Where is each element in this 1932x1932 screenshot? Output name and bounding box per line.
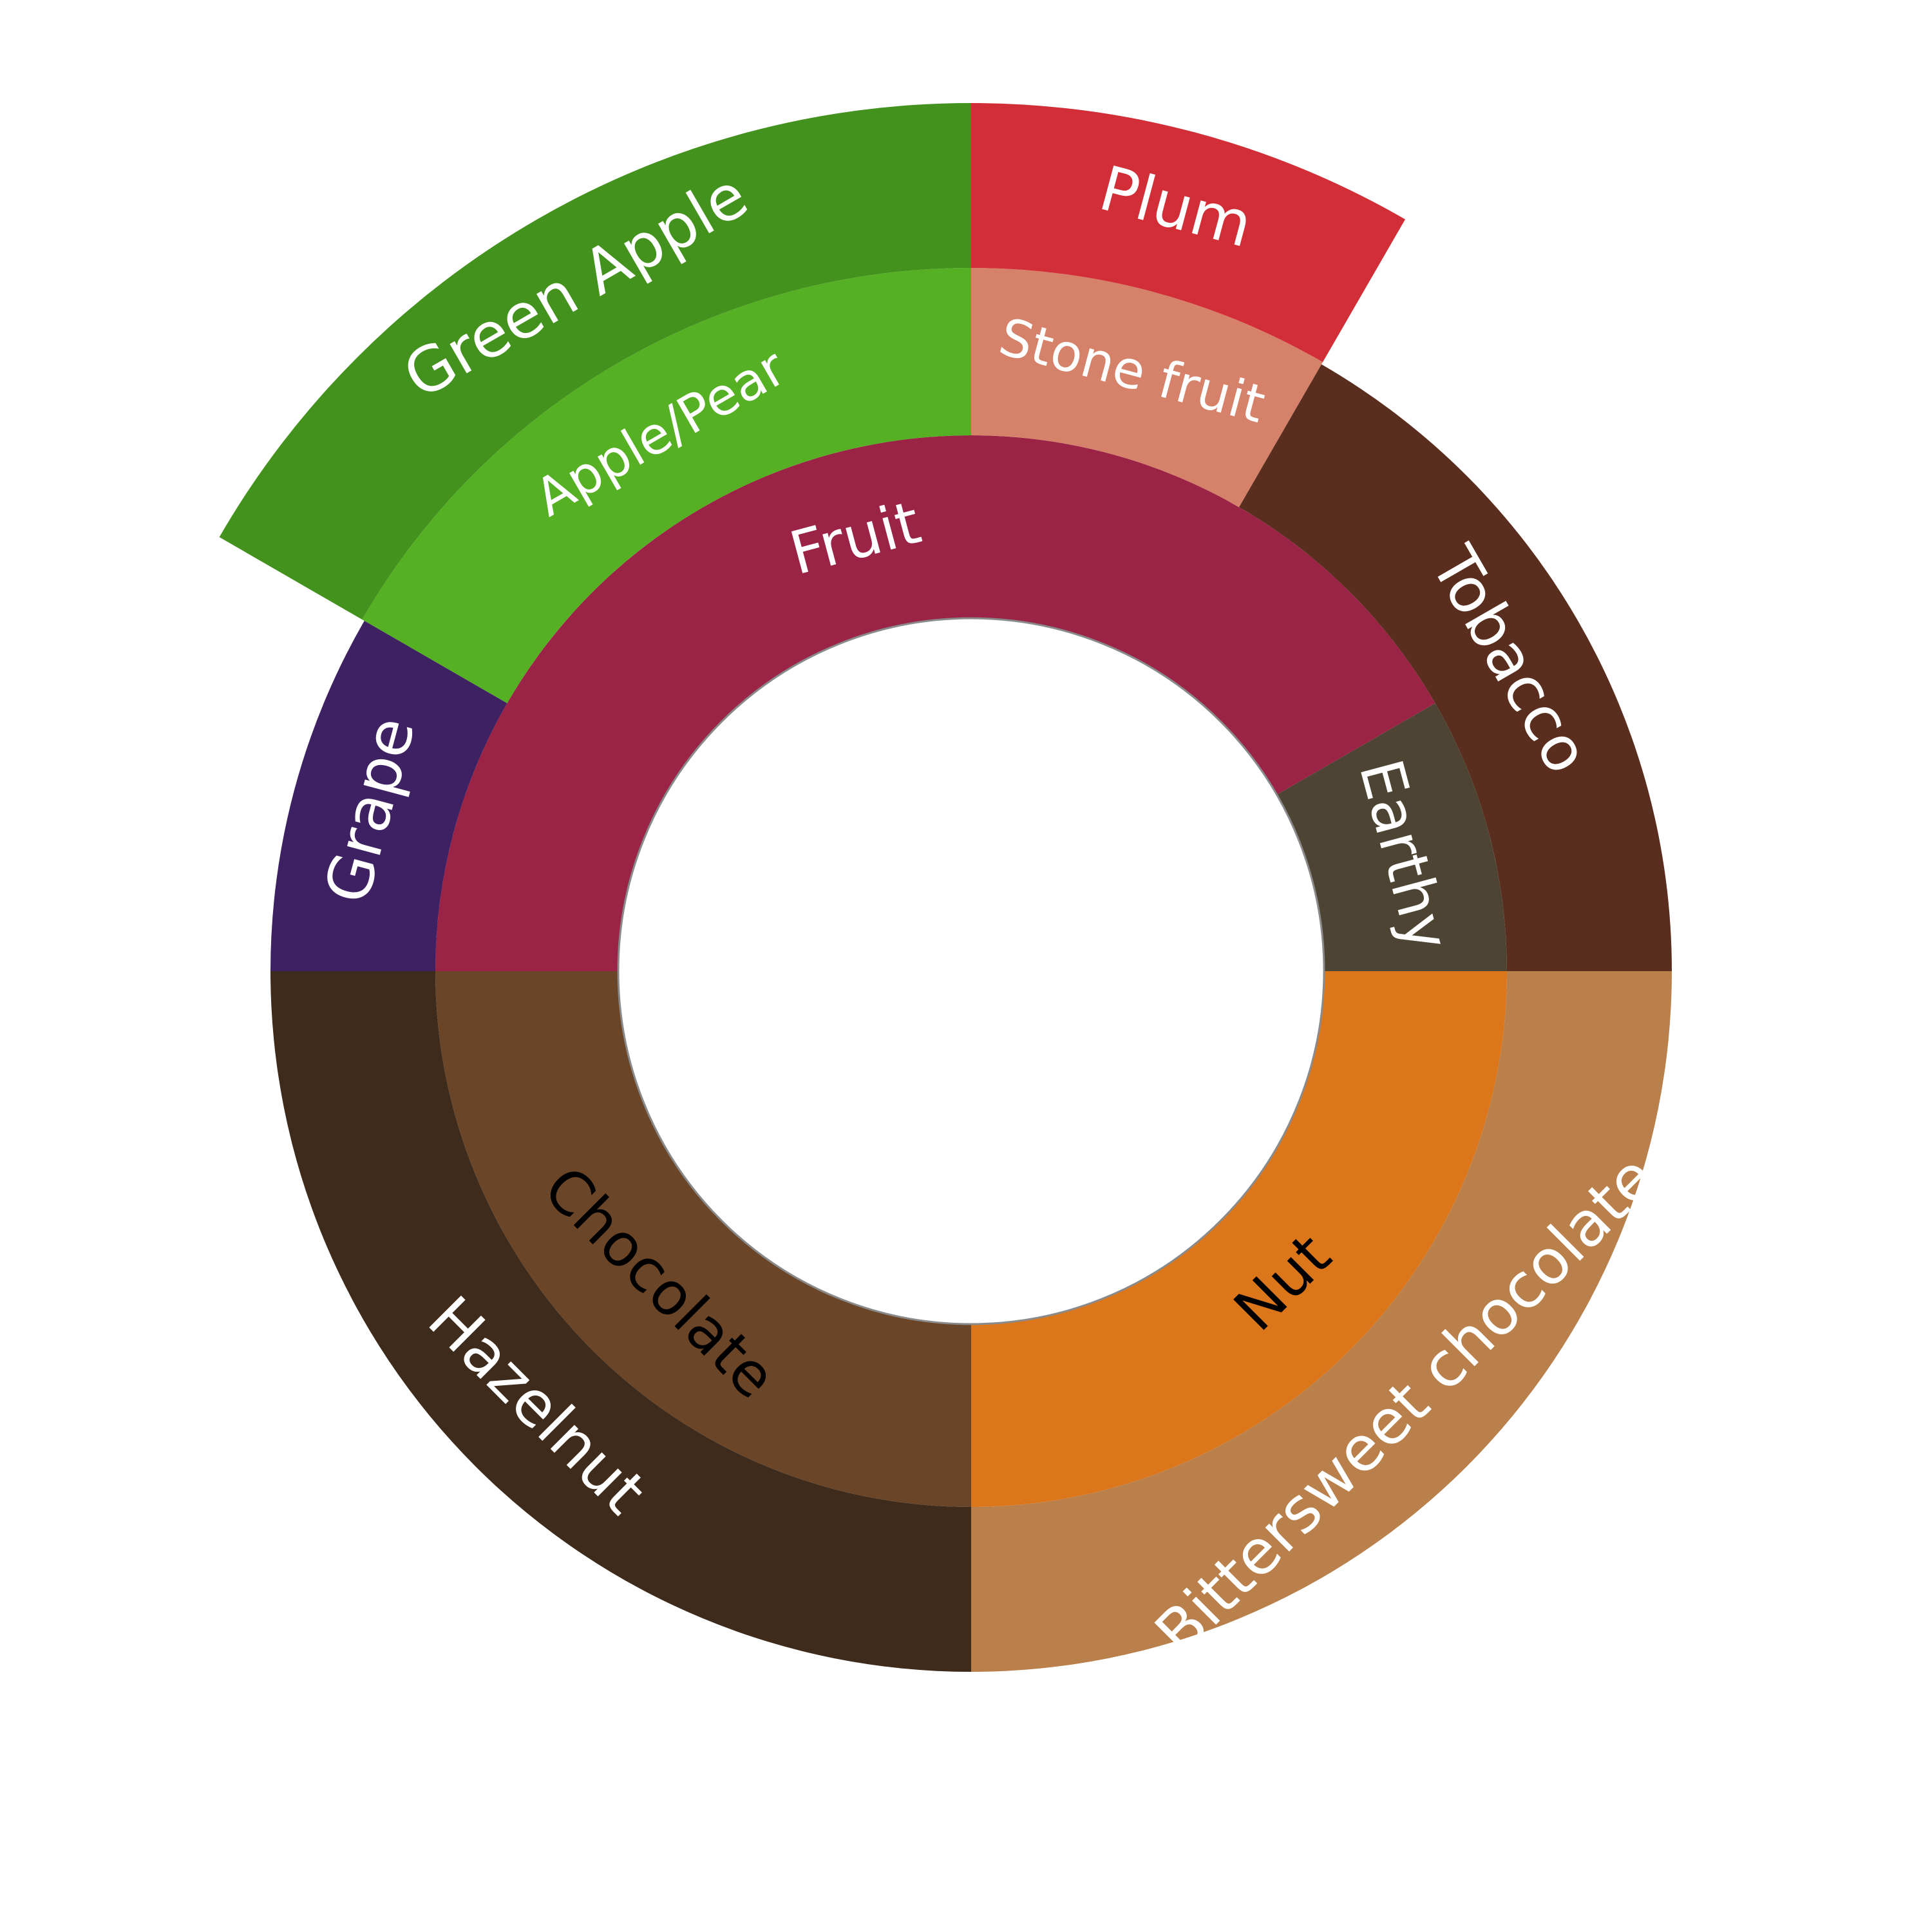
segment-apple-pear [362, 268, 971, 703]
center-hole [617, 617, 1325, 1325]
segment-tobacco [1239, 364, 1672, 971]
segment-green-apple [219, 102, 971, 620]
segment-hazelnut [270, 971, 971, 1672]
segment-fruit [435, 435, 1435, 971]
wheel-segments [219, 102, 1672, 1672]
segment-bittersweet-chocolate [971, 971, 1672, 1672]
segment-nut [971, 971, 1507, 1507]
segment-stone-fruit [971, 268, 1323, 507]
segment-earthy [1276, 703, 1507, 971]
segment-chocolate [435, 971, 971, 1507]
segment-grape [270, 621, 507, 971]
segment-plum [971, 103, 1405, 363]
